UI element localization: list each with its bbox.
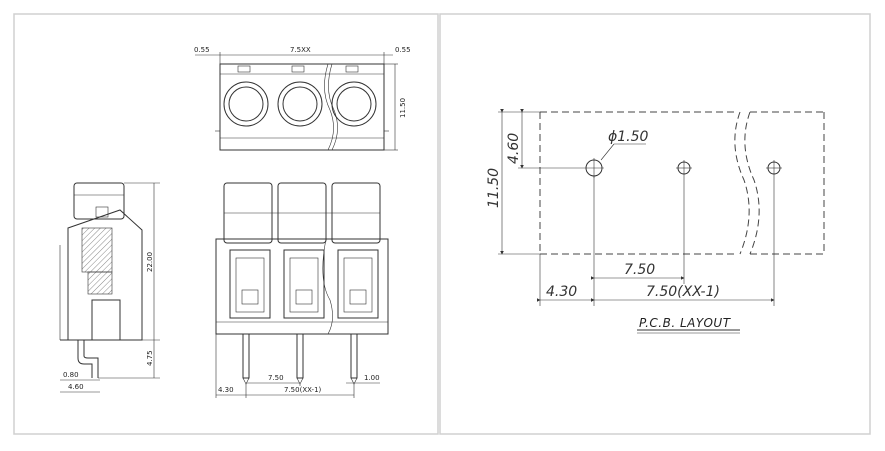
pcb-dim-span: 7.50(XX-1) [646,284,720,300]
side-dim-pin-length: 4.75 [146,350,154,366]
top-dim-center: 7.5XX [290,46,311,54]
pcb-hole-2 [676,160,692,176]
side-dim-total-height: 22.00 [146,252,154,272]
side-dim-pin-width: 0.80 [63,371,79,379]
front-dim-span: 7.50(XX-1) [284,386,322,394]
pcb-dim-hole-offset: 4.60 [506,133,522,164]
top-dim-height: 11.50 [399,98,407,118]
side-view [59,182,160,393]
pcb-hole-3 [766,160,782,176]
front-dim-pitch: 7.50 [268,374,284,382]
top-screw-3 [331,81,377,127]
pcb-dim-pitch: 7.50 [624,262,655,278]
top-view-body [219,63,385,151]
top-view [195,52,398,151]
right-panel-frame [439,13,871,435]
pcb-dim-body-height: 11.50 [486,168,502,208]
pcb-dim-first-hole: 4.30 [546,284,577,300]
top-dim-left: 0.55 [194,46,210,54]
pcb-layout [498,109,825,334]
side-dim-pin-offset: 4.60 [68,383,84,391]
top-screw-1 [223,81,269,127]
pcb-dim-hole-dia: ϕ1.50 [608,129,649,145]
front-dim-first-pin: 4.30 [218,386,234,394]
front-view [215,182,389,398]
top-dim-right: 0.55 [395,46,411,54]
pcb-layout-title: P.C.B. LAYOUT [639,316,732,330]
front-dim-pin-dia: 1.00 [364,374,380,382]
top-screw-2 [277,81,323,127]
